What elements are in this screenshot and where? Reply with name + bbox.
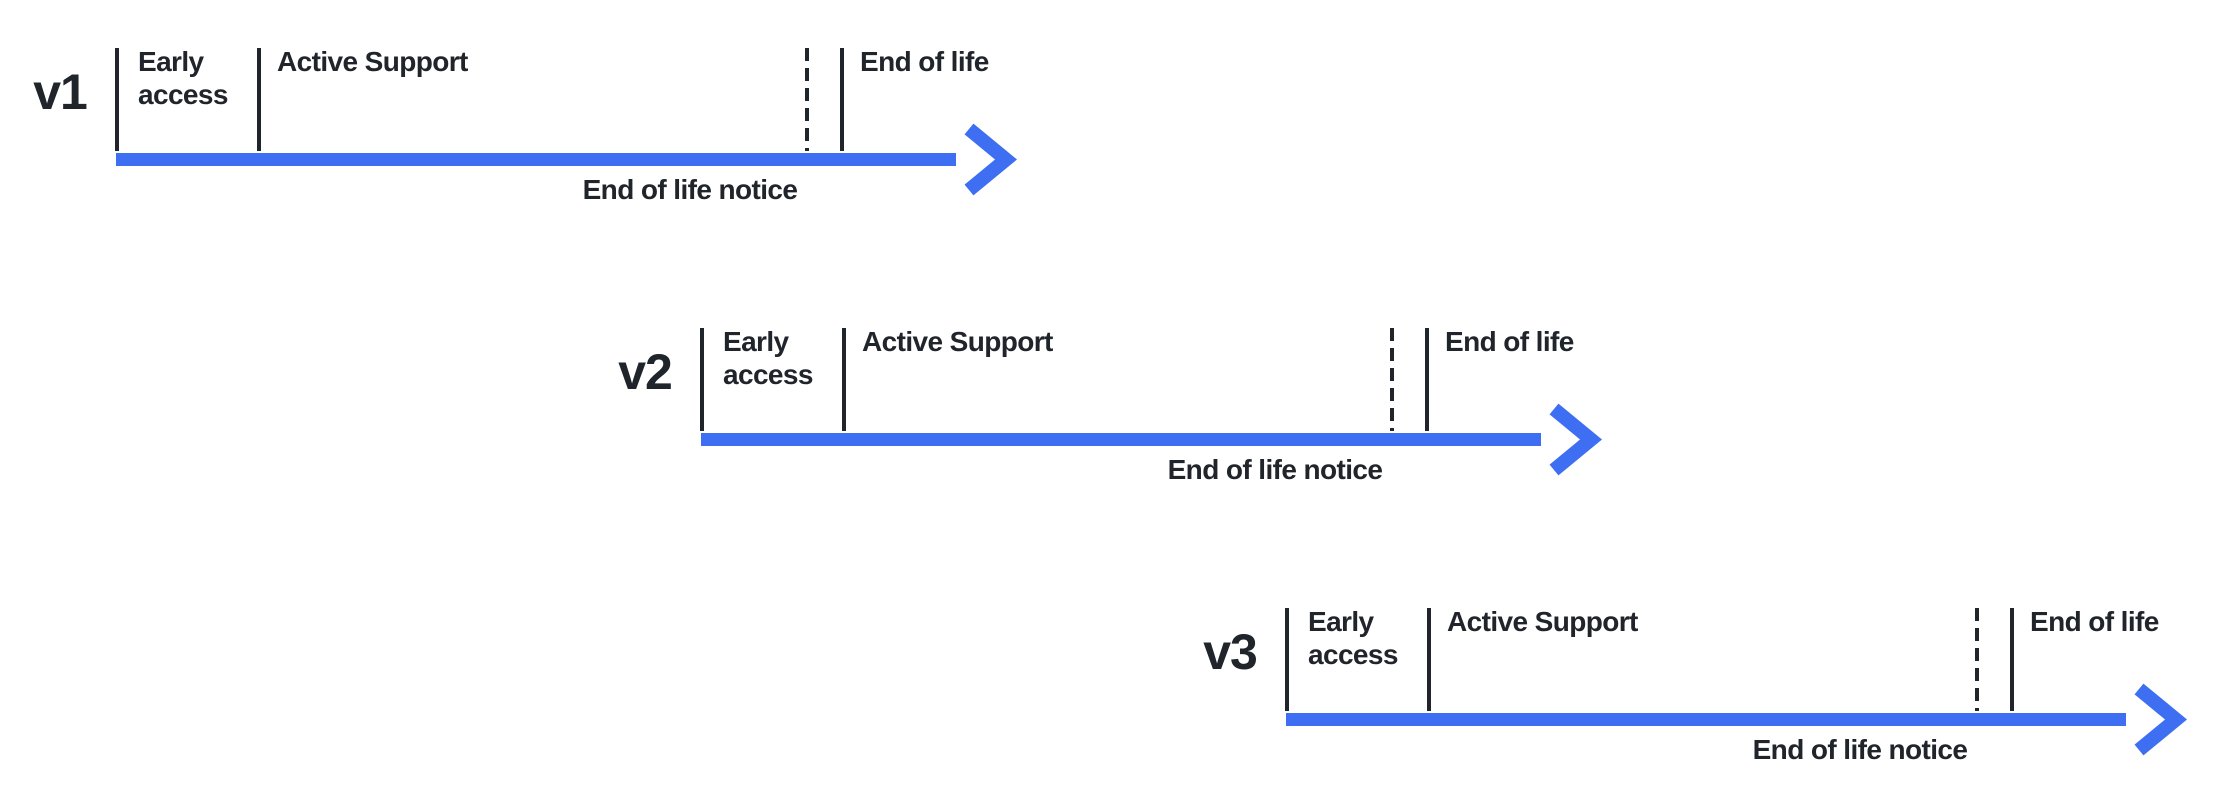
end-of-life-label: End of life xyxy=(860,46,989,77)
end-of-life-notice-label: End of life notice xyxy=(1167,454,1383,485)
early-access-label: Early access xyxy=(723,326,813,390)
timeline-v1: v1 Early access Active Support End of li… xyxy=(16,46,1036,231)
active-support-label: Active Support xyxy=(862,326,1053,357)
timeline-arrow-icon xyxy=(701,403,1603,476)
active-support-label: Active Support xyxy=(277,46,468,77)
early-access-label: Early access xyxy=(138,46,228,110)
eol-notice-dashed-line-icon xyxy=(1975,608,1979,711)
version-label: v2 xyxy=(618,344,673,400)
early-access-label: Early access xyxy=(1308,606,1398,670)
end-of-life-label: End of life xyxy=(2030,606,2159,637)
end-of-life-tick xyxy=(2010,608,2014,711)
end-of-life-notice-label: End of life notice xyxy=(582,174,798,205)
active-support-start-tick xyxy=(257,48,261,151)
end-of-life-label: End of life xyxy=(1445,326,1574,357)
version-label: v3 xyxy=(1203,624,1258,680)
active-support-label: Active Support xyxy=(1447,606,1638,637)
active-support-start-tick xyxy=(1427,608,1431,711)
timeline-arrow-icon xyxy=(116,123,1018,196)
early-access-start-tick xyxy=(1285,608,1289,711)
active-support-start-tick xyxy=(842,328,846,431)
end-of-life-tick xyxy=(840,48,844,151)
end-of-life-tick xyxy=(1425,328,1429,431)
version-label: v1 xyxy=(33,64,88,120)
timeline-v2: v2 Early access Active Support End of li… xyxy=(601,326,1621,511)
timeline-v3: v3 Early access Active Support End of li… xyxy=(1186,606,2206,791)
end-of-life-notice-label: End of life notice xyxy=(1752,734,1968,765)
timeline-arrow-icon xyxy=(1286,683,2188,756)
early-access-start-tick xyxy=(115,48,119,151)
early-access-start-tick xyxy=(700,328,704,431)
eol-notice-dashed-line-icon xyxy=(805,48,809,151)
eol-notice-dashed-line-icon xyxy=(1390,328,1394,431)
